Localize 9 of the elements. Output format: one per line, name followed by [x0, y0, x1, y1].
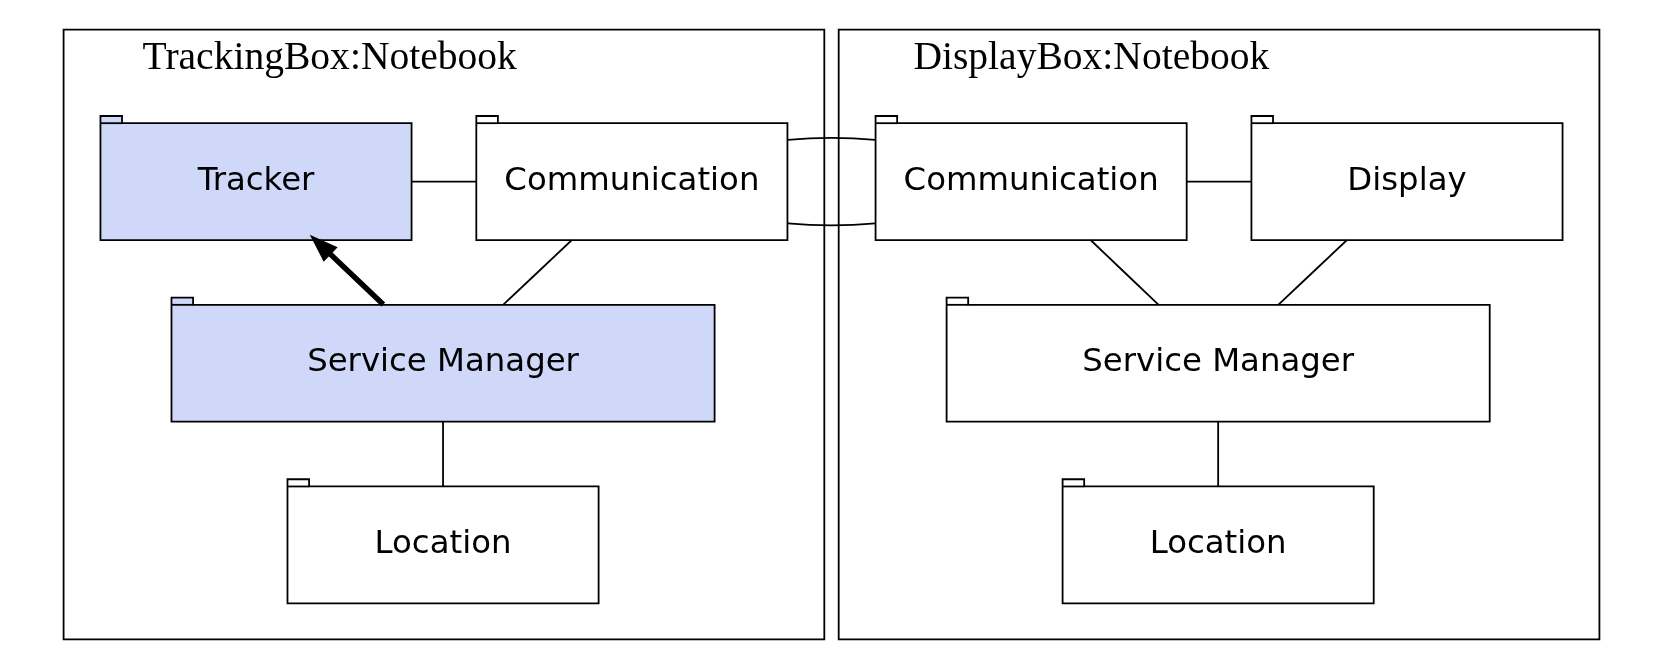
arrow [309, 234, 386, 307]
connector [1277, 239, 1348, 306]
connector [502, 239, 573, 306]
connector [442, 421, 444, 488]
connector [1185, 180, 1253, 183]
connector [1217, 421, 1220, 488]
connector [410, 180, 478, 183]
connector [1089, 239, 1160, 306]
connector [786, 136, 877, 227]
